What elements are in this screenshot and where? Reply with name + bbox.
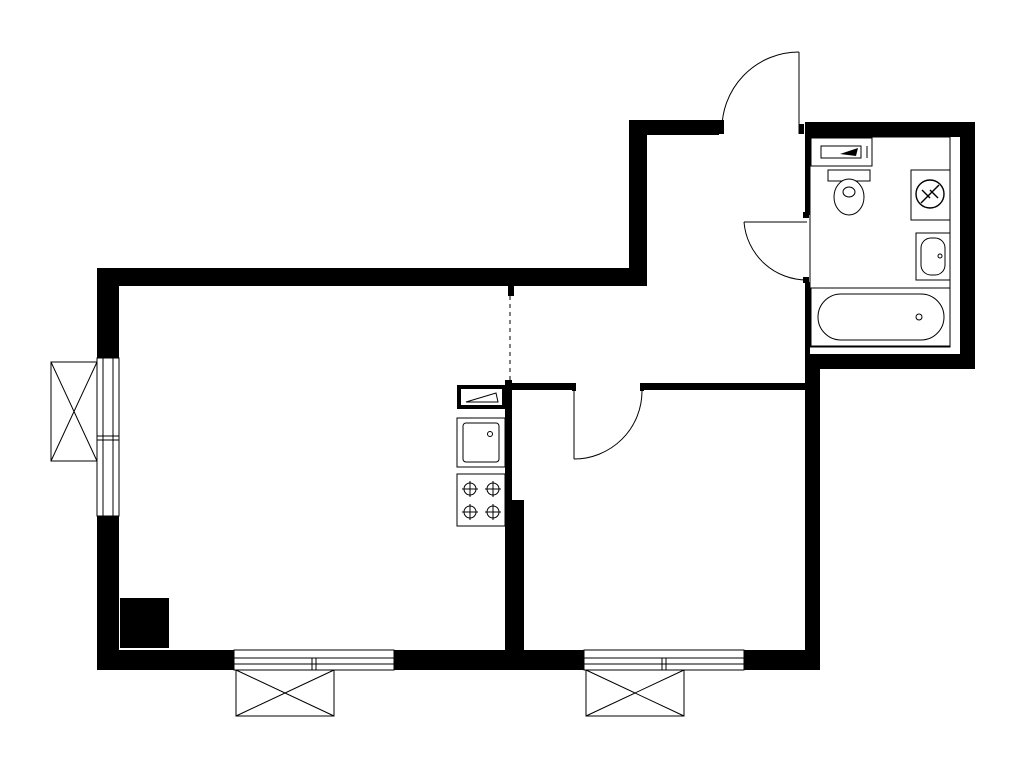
toilet-icon (827, 169, 871, 216)
walls (97, 120, 975, 670)
bathroom-door (743, 212, 809, 283)
wall-bath-top (805, 122, 975, 137)
wall-partition-stub (508, 286, 514, 296)
wall-hall-left (629, 120, 647, 286)
entrance-door (719, 51, 804, 134)
sink-icon (456, 417, 506, 468)
bathtub-icon (810, 287, 951, 347)
washbasin-icon (915, 232, 951, 281)
wall-left-upper (97, 268, 119, 358)
wall-partition-thick (512, 500, 524, 650)
wall-bath-bottom (805, 354, 975, 369)
wall-bedroom-top-right (642, 383, 805, 390)
bedroom-south-window (583, 649, 745, 717)
cooktop-icon (456, 473, 506, 527)
cistern-icon (810, 137, 873, 167)
wall-bottom-right (744, 650, 820, 670)
riser-block (120, 598, 169, 648)
wall-bedroom-top-left (512, 383, 574, 390)
wall-bath-left-lower (805, 282, 810, 369)
wall-living-top (97, 268, 647, 286)
wall-bottom-mid (394, 650, 584, 670)
wall-bedroom-right (805, 360, 820, 670)
bedroom-door (572, 383, 644, 460)
fridge-icon (457, 385, 506, 409)
wall-bath-left-upper (805, 122, 810, 215)
living-south-window (233, 649, 395, 717)
wall-left-lower (97, 516, 119, 670)
wall-bottom-left (97, 650, 234, 670)
wall-bath-right (960, 122, 975, 369)
wall-hall-top (629, 120, 719, 135)
wall-partition (505, 380, 512, 650)
living-west-window (50, 357, 120, 517)
washing-machine-icon (910, 169, 951, 221)
